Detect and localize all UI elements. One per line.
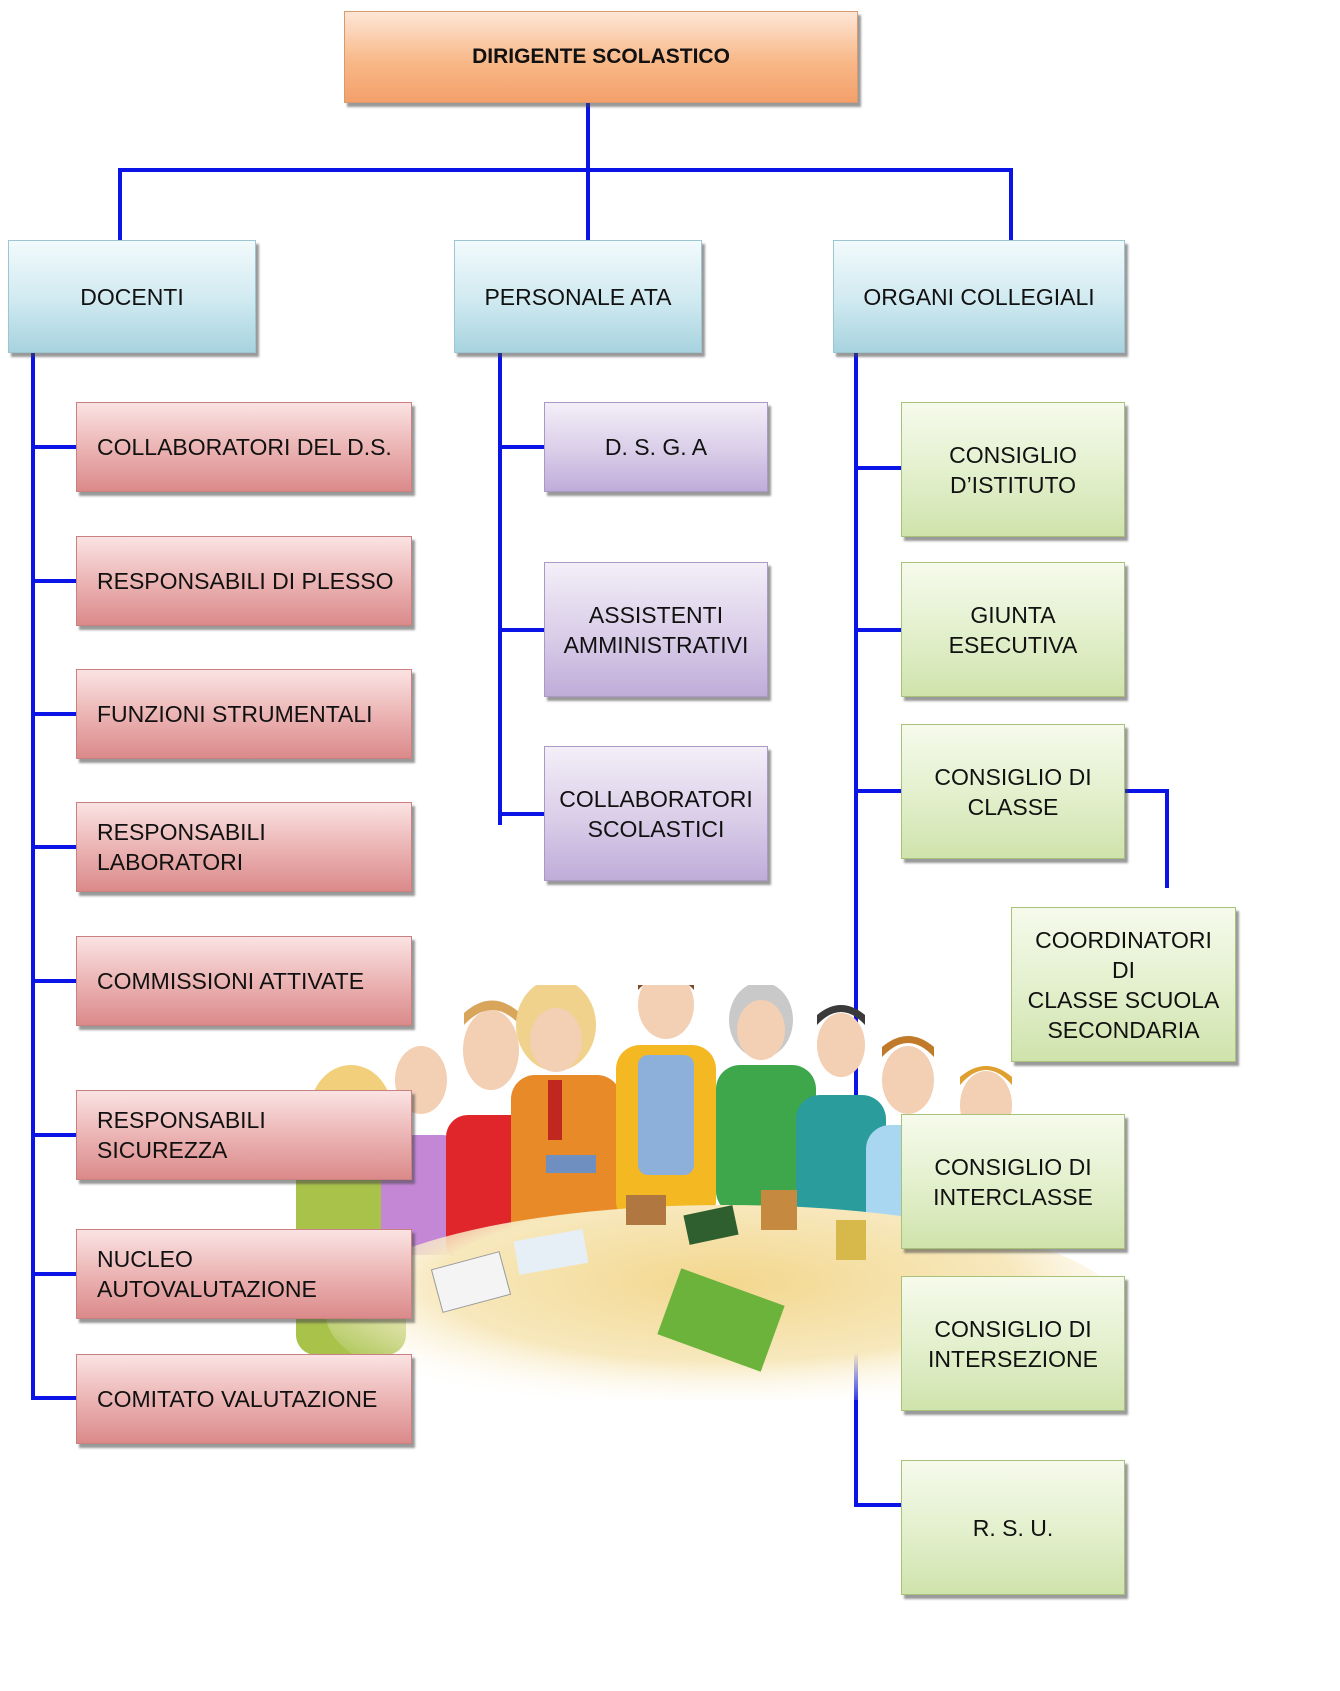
person-green xyxy=(716,985,816,1215)
category-docenti: DOCENTI xyxy=(8,240,256,353)
docenti-item-label: COMMISSIONI ATTIVATE xyxy=(97,968,365,994)
category-personale-ata: PERSONALE ATA xyxy=(454,240,702,353)
head-box: DIRIGENTE SCOLASTICO xyxy=(344,11,858,103)
organi-item-label: CONSIGLIO D’ISTITUTO xyxy=(949,441,1077,498)
docenti-item-label: COLLABORATORI DEL D.S. xyxy=(97,434,392,460)
books-stack-icon xyxy=(546,1155,596,1173)
docenti-item-label: COMITATO VALUTAZIONE xyxy=(97,1386,378,1412)
docenti-item-label: RESPONSABILI DI PLESSO xyxy=(97,568,394,594)
category-ata-label: PERSONALE ATA xyxy=(484,283,672,310)
organi-item-consiglio-classe: CONSIGLIO DI CLASSE xyxy=(901,724,1125,859)
connector-line xyxy=(1125,789,1169,888)
ata-item-dsga: D. S. G. A xyxy=(544,402,768,492)
docenti-item-comitato: COMITATO VALUTAZIONE xyxy=(76,1354,412,1444)
category-organi-label: ORGANI COLLEGIALI xyxy=(863,283,1095,310)
slate-icon xyxy=(683,1205,739,1245)
organi-item-intersezione: CONSIGLIO DI INTERSEZIONE xyxy=(901,1276,1125,1411)
docenti-item-commissioni: COMMISSIONI ATTIVATE xyxy=(76,936,412,1026)
connector-line xyxy=(854,353,901,1507)
ata-item-collaboratori-scolastici: COLLABORATORI SCOLASTICI xyxy=(544,746,768,881)
person-orange-jacket xyxy=(511,985,621,1245)
category-docenti-label: DOCENTI xyxy=(80,283,184,310)
docenti-item-label: NUCLEO AUTOVALUTAZIONE xyxy=(97,1246,317,1302)
docenti-item-sicurezza: RESPONSABILI SICUREZZA xyxy=(76,1090,412,1180)
organi-item-label: R. S. U. xyxy=(972,1514,1054,1541)
coordinatori-label: COORDINATORI DI CLASSE SCUOLA SECONDARIA xyxy=(1027,926,1220,1043)
organi-item-interclasse: CONSIGLIO DI INTERCLASSE xyxy=(901,1114,1125,1249)
connector-line xyxy=(118,168,1013,240)
green-folder-icon xyxy=(657,1268,785,1372)
category-organi-collegiali: ORGANI COLLEGIALI xyxy=(833,240,1125,353)
ata-item-label: D. S. G. A xyxy=(604,434,708,460)
connector-line xyxy=(31,353,76,1400)
organi-item-giunta: GIUNTA ESECUTIVA xyxy=(901,562,1125,697)
docenti-item-nucleo: NUCLEO AUTOVALUTAZIONE xyxy=(76,1229,412,1319)
docenti-item-responsabili-laboratori: RESPONSABILI LABORATORI xyxy=(76,802,412,892)
organi-item-label: CONSIGLIO DI INTERCLASSE xyxy=(933,1153,1093,1210)
organi-item-label: GIUNTA ESECUTIVA xyxy=(948,601,1078,658)
docenti-item-label: FUNZIONI STRUMENTALI xyxy=(97,701,373,727)
docenti-item-responsabili-plesso: RESPONSABILI DI PLESSO xyxy=(76,536,412,626)
docenti-item-label: RESPONSABILI SICUREZZA xyxy=(97,1107,266,1163)
head-label: DIRIGENTE SCOLASTICO xyxy=(472,45,730,68)
organi-item-rsu: R. S. U. xyxy=(901,1460,1125,1595)
test-tubes-icon xyxy=(761,1190,797,1230)
ata-item-label: ASSISTENTI AMMINISTRATIVI xyxy=(563,601,749,658)
organi-item-label: CONSIGLIO DI INTERSEZIONE xyxy=(928,1315,1098,1372)
books-right-icon xyxy=(836,1220,866,1260)
ata-item-assistenti: ASSISTENTI AMMINISTRATIVI xyxy=(544,562,768,697)
book-open-icon xyxy=(513,1229,589,1275)
docenti-item-funzioni-strumentali: FUNZIONI STRUMENTALI xyxy=(76,669,412,759)
person-blue-vest xyxy=(616,985,716,1225)
organi-item-label: CONSIGLIO DI CLASSE xyxy=(934,763,1092,820)
docenti-item-label: RESPONSABILI LABORATORI xyxy=(97,819,266,875)
person-teal xyxy=(796,1005,886,1245)
paper-sheet-icon xyxy=(430,1251,512,1313)
books-pile-icon xyxy=(626,1195,666,1225)
ata-item-label: COLLABORATORI SCOLASTICI xyxy=(559,785,753,842)
docenti-item-collaboratori: COLLABORATORI DEL D.S. xyxy=(76,402,412,492)
coordinatori-box: COORDINATORI DI CLASSE SCUOLA SECONDARIA xyxy=(1011,907,1236,1062)
organi-item-consiglio-istituto: CONSIGLIO D’ISTITUTO xyxy=(901,402,1125,537)
